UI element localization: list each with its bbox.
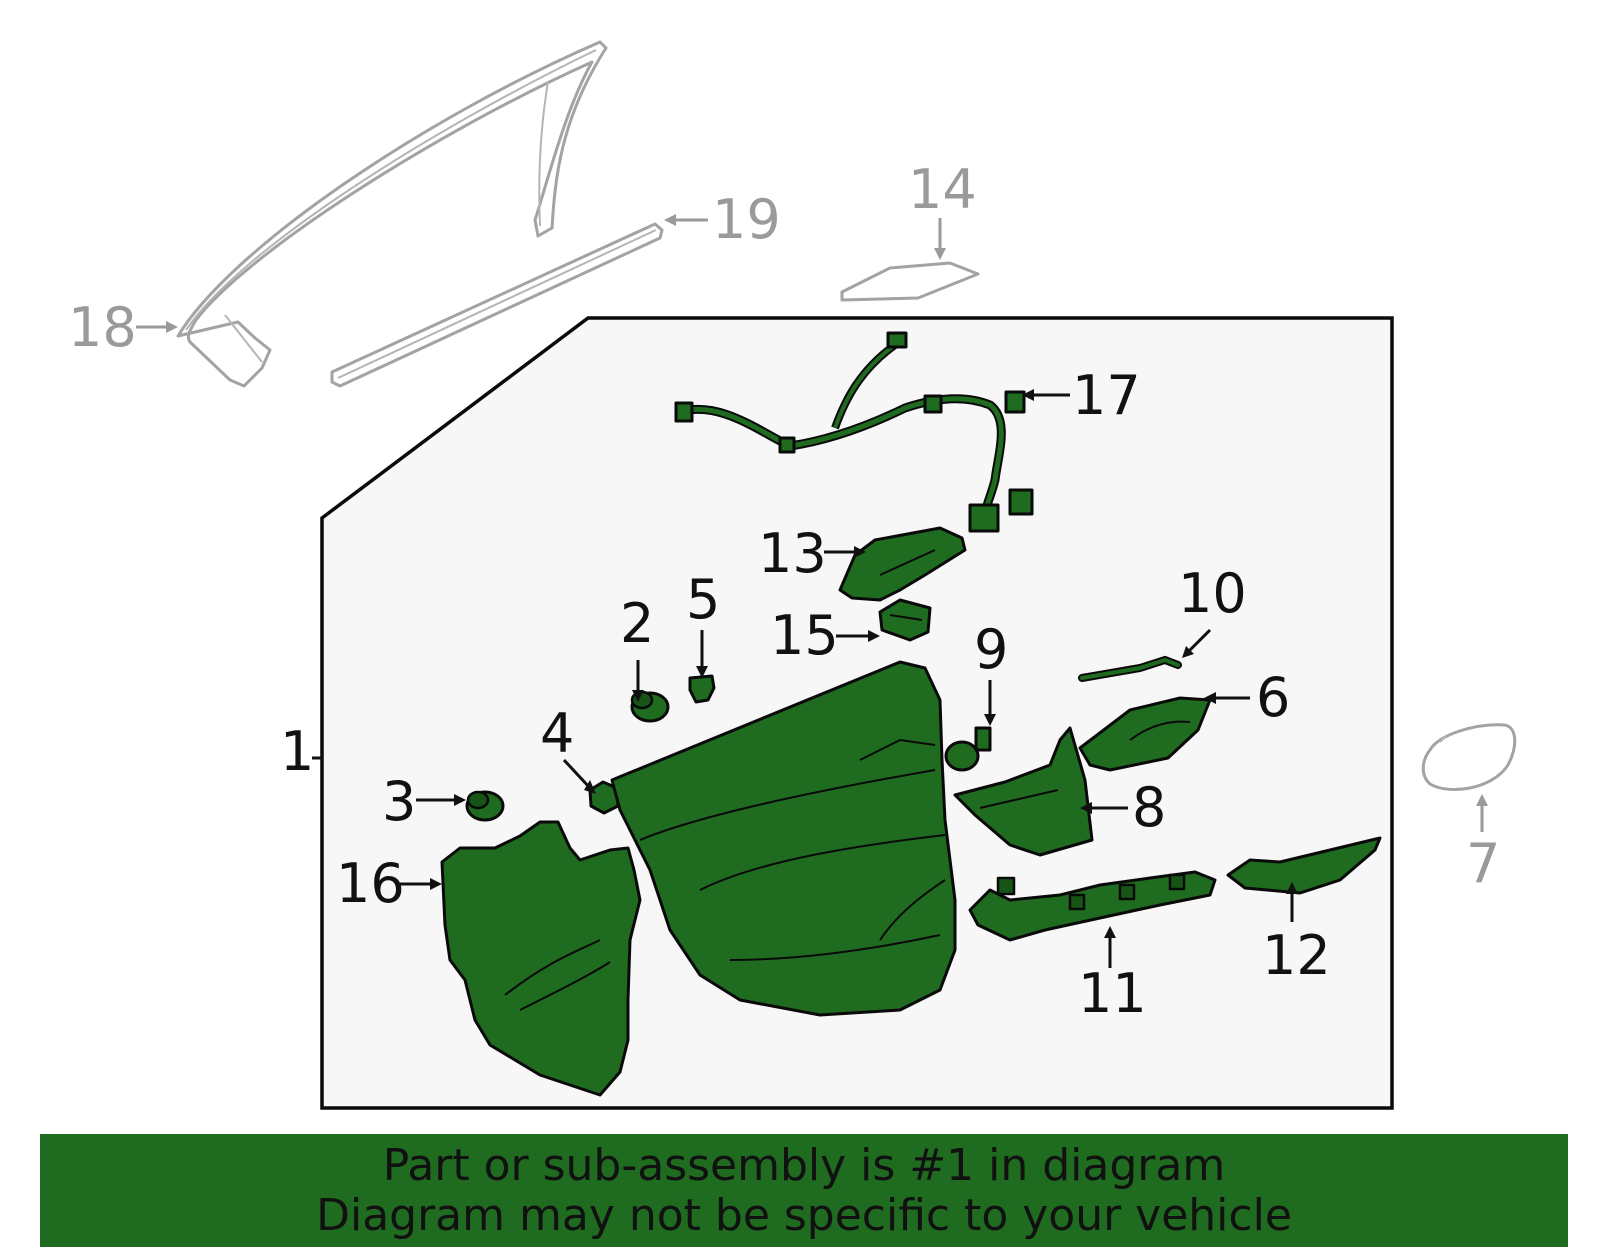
- part-15-switch: [878, 598, 932, 642]
- part-10-rod: [1078, 655, 1182, 682]
- part-16-water-shield: [440, 820, 642, 1097]
- callout-10: 10: [1178, 562, 1247, 625]
- callout-17: 17: [1072, 364, 1141, 427]
- callout-19: 19: [712, 188, 781, 251]
- part-6-handle: [1078, 696, 1212, 772]
- ghost-part-19-belt-molding: [330, 222, 664, 388]
- callout-1: 1: [280, 720, 314, 783]
- banner-line-1: Part or sub-assembly is #1 in diagram: [382, 1139, 1226, 1191]
- part-1-door-trim-panel: [610, 660, 957, 1017]
- callout-8: 8: [1132, 776, 1166, 839]
- callout-12: 12: [1262, 924, 1331, 987]
- part-2-fastener: [630, 690, 670, 723]
- ghost-part-18-door-frame-molding: [176, 40, 608, 388]
- callout-5: 5: [686, 568, 720, 631]
- callout-9: 9: [974, 618, 1008, 681]
- callout-2: 2: [620, 592, 654, 655]
- disclaimer-banner: Part or sub-assembly is #1 in diagram Di…: [40, 1134, 1568, 1247]
- callout-13: 13: [758, 522, 827, 585]
- callout-16: 16: [336, 852, 405, 915]
- banner-line-2: Diagram may not be specific to your vehi…: [316, 1189, 1292, 1241]
- part-12-trim-strip: [1226, 836, 1382, 895]
- callout-18: 18: [68, 296, 137, 359]
- callout-6: 6: [1256, 666, 1290, 729]
- part-3-fastener: [465, 790, 505, 822]
- part-9-component: [944, 726, 992, 772]
- part-11-bracket: [968, 870, 1217, 942]
- part-17-wiring-harness: [674, 331, 1034, 533]
- callout-15: 15: [770, 604, 839, 667]
- callout-4: 4: [540, 702, 574, 765]
- ghost-part-14-trim-piece: [840, 261, 980, 302]
- callout-14: 14: [908, 158, 977, 221]
- part-5-clip: [688, 674, 716, 704]
- part-8-bezel: [953, 726, 1094, 857]
- callout-7: 7: [1466, 832, 1500, 895]
- part-13-pull-handle: [838, 526, 967, 602]
- callout-11: 11: [1078, 962, 1147, 1025]
- ghost-part-7-cap: [1421, 723, 1517, 791]
- callout-3: 3: [382, 770, 416, 833]
